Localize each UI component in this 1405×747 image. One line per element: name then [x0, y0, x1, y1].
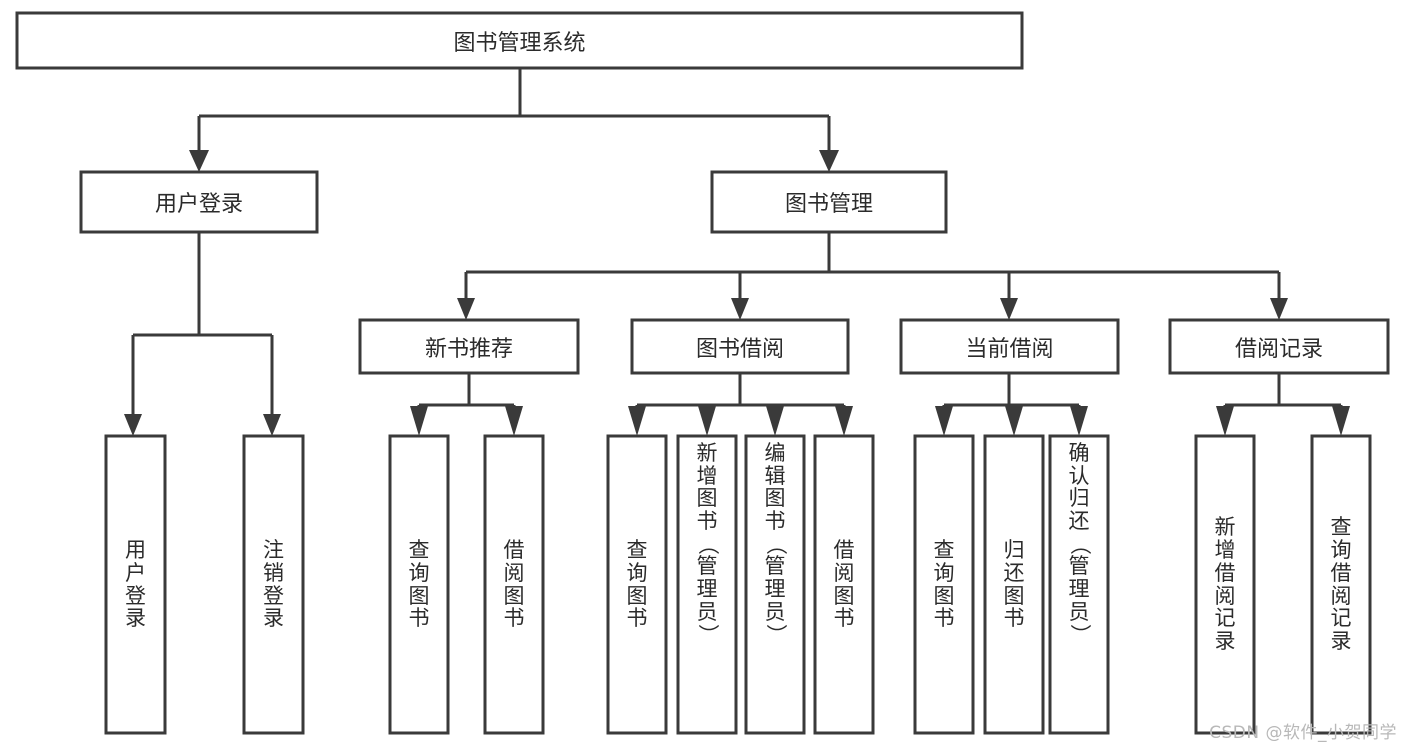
node-box-current-borrowing[interactable] [899, 318, 1120, 375]
node-box-login[interactable] [104, 434, 167, 735]
connector-group-book-management [457, 232, 1288, 320]
node-box-user-login[interactable] [79, 170, 319, 234]
node-box-add-borrow-record[interactable] [1194, 434, 1256, 735]
arrowhead-query-book-2 [628, 406, 646, 436]
node-box-borrow-book-2[interactable] [813, 434, 875, 735]
connector-group-user-login [124, 232, 281, 436]
node-box-borrow-book-1[interactable] [483, 434, 545, 735]
arrowhead-borrow-book-1 [505, 406, 523, 436]
arrowhead-user-login [189, 150, 209, 172]
arrowhead-logout [263, 414, 281, 436]
arrowhead-borrow-record [1270, 298, 1288, 320]
node-box-book-management[interactable] [710, 170, 948, 234]
arrowhead-book-management [819, 150, 839, 172]
arrowhead-current-borrowing [1000, 298, 1018, 320]
connector-group-root [189, 68, 839, 172]
arrowhead-edit-book [766, 406, 784, 436]
node-box-logout[interactable] [242, 434, 305, 735]
arrowhead-query-book-3 [935, 406, 953, 436]
arrowhead-confirm-return [1070, 406, 1088, 436]
arrowhead-book-borrowing [731, 298, 749, 320]
node-box-borrow-record[interactable] [1168, 318, 1390, 375]
arrowhead-query-book-1 [410, 406, 428, 436]
node-box-confirm-return[interactable] [1048, 434, 1110, 735]
arrowhead-borrow-book-2 [835, 406, 853, 436]
connector-group-new-book-recommend [410, 373, 523, 436]
node-box-root[interactable] [15, 11, 1024, 70]
arrowhead-login [124, 414, 142, 436]
node-box-query-book-1[interactable] [388, 434, 450, 735]
node-box-new-book-recommend[interactable] [358, 318, 580, 375]
connector-group-borrow-record [1216, 373, 1350, 436]
node-box-book-borrowing[interactable] [630, 318, 850, 375]
arrowhead-add-borrow-record [1216, 406, 1234, 436]
node-box-query-borrow-record[interactable] [1310, 434, 1372, 735]
arrowhead-return-book [1005, 406, 1023, 436]
node-box-edit-book[interactable] [744, 434, 806, 735]
arrowhead-add-book [698, 406, 716, 436]
node-box-return-book[interactable] [983, 434, 1045, 735]
arrowhead-new-book-recommend [457, 298, 475, 320]
node-box-add-book[interactable] [676, 434, 738, 735]
connector-group-current-borrowing [935, 373, 1088, 436]
node-box-query-book-3[interactable] [913, 434, 975, 735]
arrowhead-query-borrow-record [1332, 406, 1350, 436]
connector-group-book-borrowing [628, 373, 853, 436]
node-box-query-book-2[interactable] [606, 434, 668, 735]
